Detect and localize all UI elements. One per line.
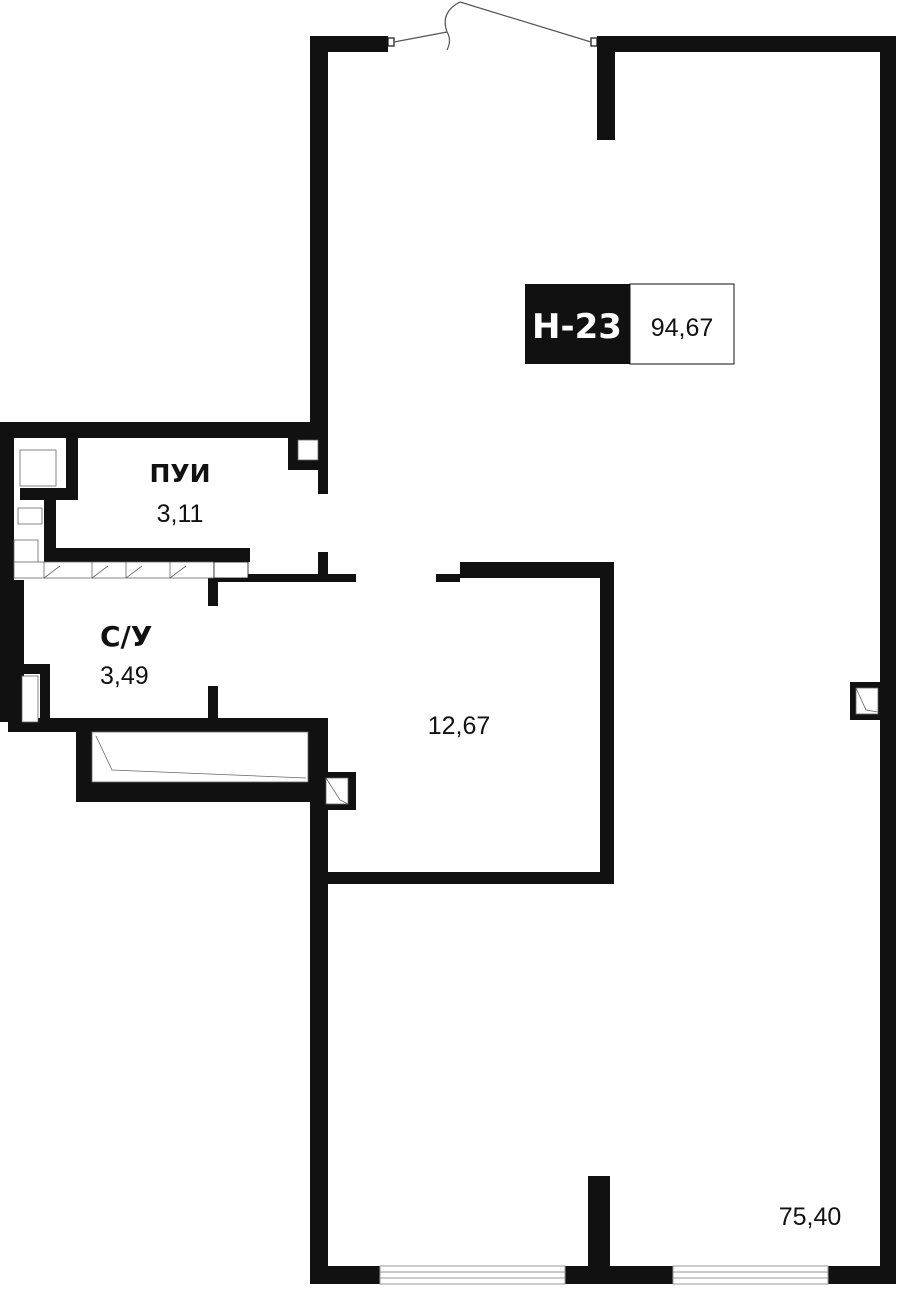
badge-area-bg	[629, 283, 735, 365]
unit-total-area: 94,67	[651, 314, 714, 342]
wall-middle-top	[460, 562, 614, 578]
wall-right	[880, 36, 896, 1284]
outer-walls	[310, 36, 896, 1284]
door-frame-right	[590, 37, 598, 47]
middle-shaft-interior	[325, 777, 349, 805]
shaft-interior-bathroom	[21, 675, 39, 723]
wall-bathroom-stub-top	[208, 562, 218, 606]
right-column-inner	[855, 687, 879, 715]
wall-corridor-horizontal	[214, 574, 356, 582]
duct-interior	[91, 731, 309, 783]
window-bottom-right	[672, 1265, 829, 1285]
shaft-interior-corridor	[297, 439, 319, 461]
unit-badge: Н-23 94,67	[525, 283, 735, 365]
wall-corridor-stub-top	[318, 436, 328, 494]
storage-area: 3,11	[157, 500, 204, 528]
shaft-interior-small-1	[17, 507, 43, 525]
window-bottom-left	[379, 1265, 566, 1285]
middle-room-area: 12,67	[428, 712, 491, 740]
shaft-interior-storage	[19, 449, 57, 487]
wall-bottom-middle	[565, 1266, 673, 1284]
main-hall-area: 75,40	[779, 1203, 842, 1231]
wall-left-upper	[310, 36, 328, 426]
wall-top-left	[310, 36, 388, 52]
wall-storage-left	[44, 500, 56, 560]
door-leaf-right	[459, 1, 592, 43]
wall-stub-top-right	[597, 36, 615, 140]
cabinet-row	[13, 561, 249, 579]
door-swing-left	[444, 1, 461, 33]
unit-code: Н-23	[532, 307, 622, 347]
wall-bottom-stub	[588, 1176, 610, 1276]
door-leaf-left	[393, 31, 448, 43]
wall-middle-bottom	[318, 872, 614, 884]
wall-storage-bottom	[44, 548, 250, 562]
door-swing-right	[446, 31, 451, 51]
bathroom-area: 3,49	[100, 662, 149, 690]
wall-bathroom-stub-bottom	[208, 686, 218, 720]
wall-middle-right	[600, 562, 614, 884]
wall-service-top	[0, 422, 328, 438]
wall-shaft-storage	[66, 436, 78, 500]
storage-name: ПУИ	[149, 459, 210, 488]
wall-corridor-stub-mid	[318, 552, 328, 578]
door-frame-left	[387, 37, 395, 47]
wall-shaft-storage-bottom	[20, 488, 78, 500]
wall-bathroom-shaft	[20, 664, 48, 674]
wall-service-left-lower	[8, 580, 24, 730]
wall-bathroom-shaft-right	[40, 664, 50, 724]
bathroom-name: С/У	[100, 620, 152, 653]
entry-doors	[387, 1, 598, 51]
right-column	[850, 682, 882, 720]
wall-corridor-right	[436, 574, 460, 582]
wall-bottom-right	[828, 1266, 896, 1284]
room-labels: ПУИ 3,11 С/У 3,49 12,67 75,40	[100, 459, 841, 1231]
wall-top-right	[597, 36, 896, 52]
windows	[379, 1265, 829, 1285]
badge-code-bg	[525, 284, 630, 364]
